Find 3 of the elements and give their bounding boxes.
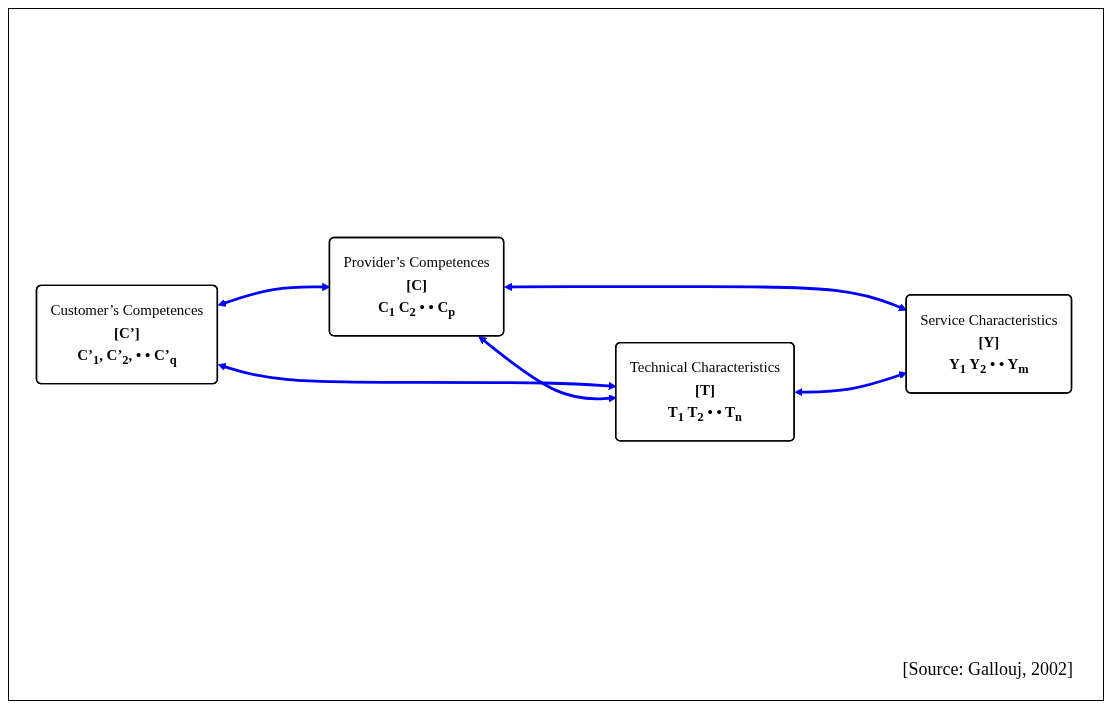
arrow: [504, 282, 907, 311]
source-note: [Source: Gallouj, 2002]: [902, 659, 1073, 680]
arrow: [794, 371, 907, 397]
